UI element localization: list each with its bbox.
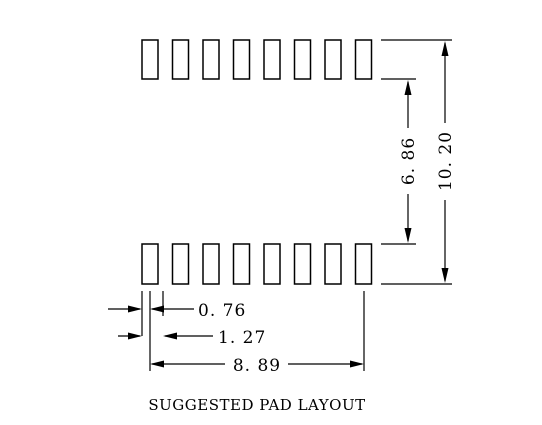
top-pad-6 bbox=[293, 39, 312, 80]
bottom-pad-1 bbox=[141, 243, 159, 285]
pad-pitch-label: 1. 27 bbox=[218, 328, 266, 348]
top-pad-2 bbox=[171, 39, 190, 80]
row-span-label: 8. 89 bbox=[233, 356, 281, 376]
top-pad-5 bbox=[263, 39, 281, 80]
bottom-pad-5 bbox=[263, 243, 281, 285]
top-pad-row bbox=[141, 39, 373, 80]
bottom-pad-7 bbox=[324, 243, 342, 285]
bottom-pad-3 bbox=[202, 243, 220, 285]
dimension-outer-span: 10. 20 bbox=[436, 41, 456, 283]
dimension-pad-width: 0. 76 bbox=[108, 301, 246, 321]
top-pad-3 bbox=[202, 39, 220, 80]
inner-gap-label: 6. 86 bbox=[399, 137, 419, 185]
bottom-pad-6 bbox=[293, 243, 312, 285]
outer-span-label: 10. 20 bbox=[436, 131, 456, 191]
top-pad-7 bbox=[324, 39, 342, 80]
bottom-pad-8 bbox=[354, 243, 373, 285]
top-pad-8 bbox=[354, 39, 373, 80]
bottom-pad-row bbox=[141, 243, 373, 285]
top-pad-1 bbox=[141, 39, 159, 80]
top-pad-4 bbox=[232, 39, 251, 80]
dimension-row-span: 8. 89 bbox=[150, 356, 364, 376]
dimension-pad-pitch: 1. 27 bbox=[118, 328, 266, 348]
pad-width-label: 0. 76 bbox=[198, 301, 246, 321]
dimension-inner-gap: 6. 86 bbox=[399, 80, 419, 243]
diagram-caption: SUGGESTED PAD LAYOUT bbox=[148, 396, 365, 414]
bottom-pad-2 bbox=[171, 243, 190, 285]
bottom-pad-4 bbox=[232, 243, 251, 285]
